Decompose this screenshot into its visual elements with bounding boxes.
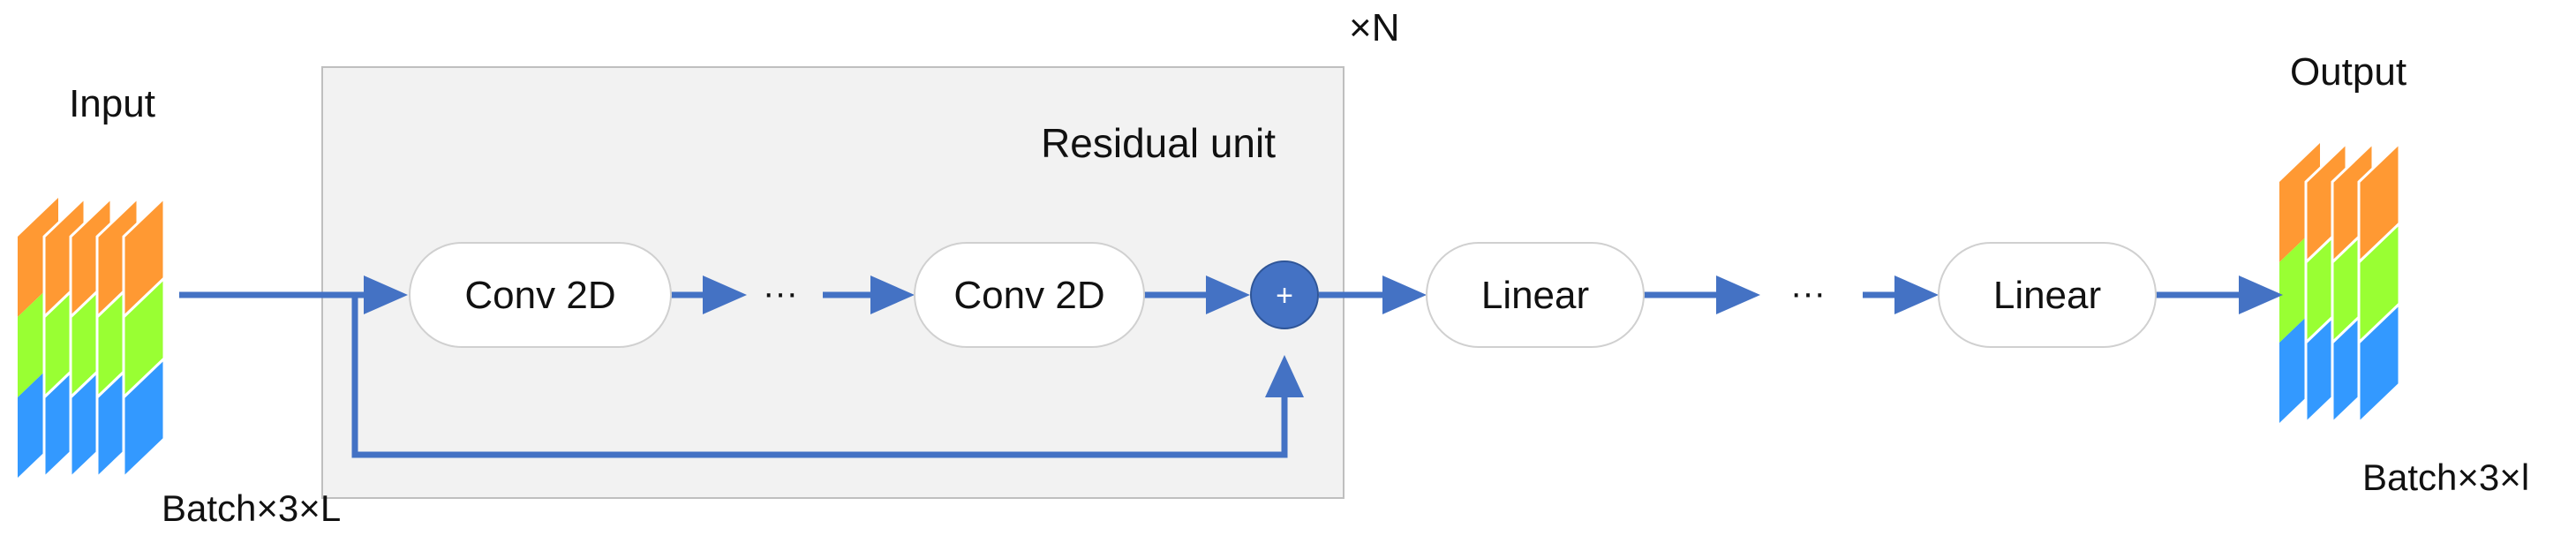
- output-label: Output: [2290, 50, 2407, 94]
- arrow-head: [364, 276, 408, 314]
- ellipsis-linear: ···: [1790, 274, 1826, 313]
- arrow-head: [870, 276, 915, 314]
- arrow-head: [703, 276, 747, 314]
- conv2d-node-1: Conv 2D: [409, 242, 672, 348]
- linear-node-label: Linear: [1993, 274, 2101, 317]
- arrow-head: [1716, 276, 1760, 314]
- conv2d-node-2: Conv 2D: [914, 242, 1145, 348]
- adder-symbol: +: [1276, 279, 1293, 313]
- linear-node-2: Linear: [1938, 242, 2157, 348]
- linear-node-1: Linear: [1426, 242, 1645, 348]
- conv2d-node-label: Conv 2D: [464, 274, 615, 317]
- arrow-head: [1382, 276, 1427, 314]
- residual-unit-label: Residual unit: [1041, 120, 1276, 166]
- arrow-head: [2239, 276, 2283, 314]
- adder-node: +: [1250, 260, 1319, 329]
- skip-connection-line: [351, 295, 1288, 458]
- input-tensor-icon: [18, 194, 166, 481]
- arrow-head: [1894, 276, 1939, 314]
- output-shape-label: Batch×3×l: [2362, 457, 2529, 498]
- conv2d-node-label: Conv 2D: [953, 274, 1104, 317]
- output-tensor-icon: [2279, 140, 2401, 426]
- ellipsis-conv: ···: [763, 274, 798, 313]
- arrow-head: [1265, 355, 1304, 397]
- linear-node-label: Linear: [1481, 274, 1589, 317]
- repeat-label: ×N: [1349, 6, 1399, 49]
- arrow-head: [1206, 276, 1250, 314]
- input-shape-label: Batch×3×L: [162, 487, 341, 529]
- input-label: Input: [69, 82, 155, 125]
